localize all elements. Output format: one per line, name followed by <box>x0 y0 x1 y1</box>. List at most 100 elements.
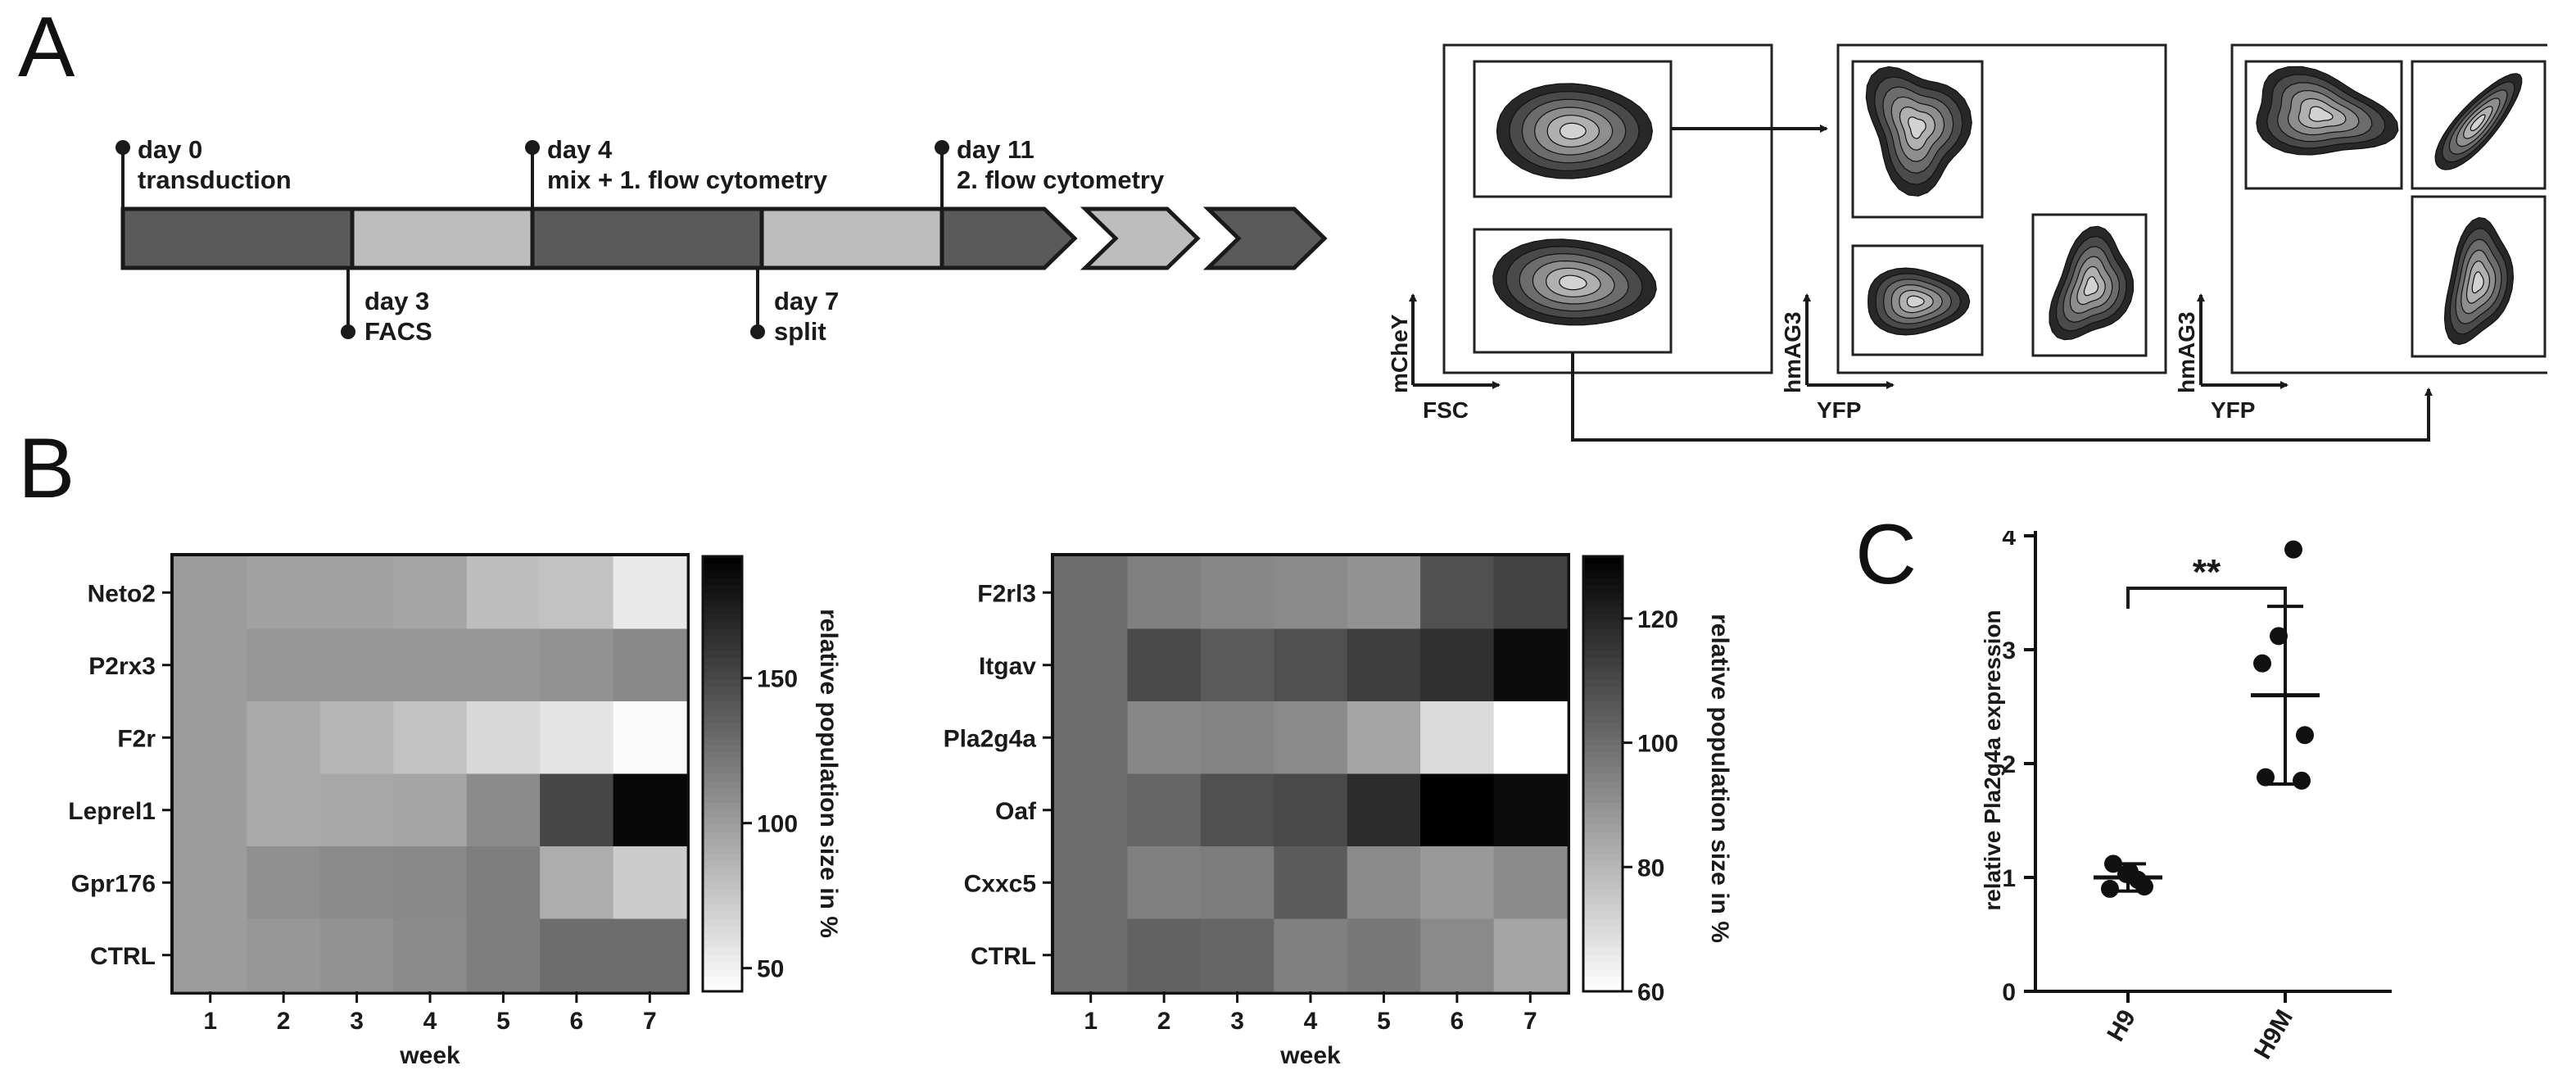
heatmap-cell <box>1347 556 1421 630</box>
colorbar-step <box>703 751 742 760</box>
x-axis-title: week <box>399 1042 460 1069</box>
colorbar-step <box>703 694 742 702</box>
x-axis-label: YFP <box>1817 397 1861 423</box>
colorbar-step <box>703 977 742 985</box>
timeline-segment <box>1080 206 1201 270</box>
row-label: CTRL <box>90 943 156 970</box>
colorbar-step <box>703 592 742 601</box>
colorbar-step <box>703 796 742 804</box>
colorbar-step <box>1583 600 1623 608</box>
timeline-segment <box>1202 206 1328 270</box>
colorbar-step <box>703 839 742 847</box>
col-label: 1 <box>1084 1008 1098 1035</box>
colorbar-step <box>1583 875 1623 883</box>
colorbar-tick-label: 60 <box>1637 979 1664 1006</box>
colorbar-step <box>1583 694 1623 702</box>
colorbar-step <box>703 585 742 593</box>
heatmap-cell <box>1054 556 1129 630</box>
event-label: 2. flow cytometry <box>957 165 1165 194</box>
colorbar-step <box>1583 846 1623 855</box>
heatmap-cell <box>1420 773 1495 847</box>
colorbar-step <box>1583 868 1623 876</box>
colorbar-step <box>703 773 742 782</box>
heatmap-cell <box>393 846 468 920</box>
colorbar-step <box>1583 977 1623 985</box>
heatmap-cell <box>1054 701 1129 775</box>
row-label: F2r <box>117 725 156 752</box>
heatmap-cell <box>247 556 321 630</box>
colorbar-step <box>703 933 742 941</box>
colorbar-step <box>703 809 742 818</box>
colorbar-step <box>703 636 742 644</box>
heatmap-cell <box>174 846 248 920</box>
heatmap-cell <box>1420 846 1495 920</box>
event-day: day 7 <box>774 287 839 315</box>
colorbar-step <box>703 745 742 753</box>
colorbar-step <box>1583 969 1623 977</box>
colorbar-step <box>1583 941 1623 949</box>
colorbar-step <box>703 962 742 971</box>
data-point <box>2296 726 2314 745</box>
heatmap-cell <box>466 773 541 847</box>
heatmap-cell <box>1274 556 1348 630</box>
colorbar-step <box>703 708 742 717</box>
colorbar-step <box>1583 984 1623 992</box>
contour-population <box>1496 83 1654 179</box>
colorbar-step <box>1583 788 1623 796</box>
colorbar-step <box>703 651 742 659</box>
colorbar-step <box>1583 918 1623 927</box>
x-axis-label: YFP <box>2211 397 2255 423</box>
colorbar-step <box>703 657 742 666</box>
colorbar-step <box>703 918 742 927</box>
colorbar-step <box>703 664 742 673</box>
data-point <box>2284 540 2302 559</box>
colorbar-step <box>703 679 742 687</box>
event-day: day 3 <box>364 287 429 315</box>
panel-label-c: C <box>1855 507 1917 602</box>
heatmap-cell <box>613 556 687 630</box>
colorbar-step <box>703 832 742 840</box>
y-tick-label: 0 <box>2002 979 2016 1006</box>
significance-bracket: ** <box>2126 552 2287 609</box>
heatmap-cell <box>1493 918 1568 992</box>
colorbar-step <box>1583 882 1623 891</box>
heatmap-cell <box>1127 556 1202 630</box>
colorbar-step <box>1583 817 1623 826</box>
panel-label-a: A <box>18 0 75 95</box>
colorbar-step <box>1583 715 1623 724</box>
colorbar-step <box>1583 773 1623 782</box>
colorbar-step <box>703 781 742 789</box>
heatmap-cell <box>466 701 541 775</box>
colorbar-step <box>1583 904 1623 913</box>
heatmap-cell <box>540 556 614 630</box>
event-marker-day4: day 4 mix + 1. flow cytometry <box>525 135 828 209</box>
colorbar-step <box>1583 621 1623 630</box>
data-point <box>2253 654 2271 673</box>
heatmap-cell <box>540 701 614 775</box>
col-label: 2 <box>1157 1008 1171 1035</box>
col-label: 3 <box>350 1008 364 1035</box>
y-tick-label: 4 <box>2002 531 2016 551</box>
colorbar-step <box>703 759 742 768</box>
colorbar-step <box>703 723 742 731</box>
axis-arrows <box>1409 293 1501 389</box>
colorbar-tick-label: 50 <box>757 956 784 983</box>
heatmap-cell <box>319 628 394 702</box>
colorbar-step <box>703 578 742 586</box>
heatmap-cell <box>174 918 248 992</box>
colorbar-step <box>1583 751 1623 760</box>
significance-label: ** <box>2193 552 2221 592</box>
contour-population <box>2434 73 2523 170</box>
row-label: F2rl3 <box>977 580 1036 607</box>
colorbar-step <box>1583 796 1623 804</box>
heatmap-cell <box>1054 773 1129 847</box>
contour-population <box>1865 66 1972 197</box>
colorbar-step <box>1583 679 1623 687</box>
heatmap-cell <box>174 556 248 630</box>
heatmap-cell <box>1493 556 1568 630</box>
data-point <box>2293 771 2311 790</box>
colorbar-step <box>1583 585 1623 593</box>
event-dot <box>525 140 540 155</box>
